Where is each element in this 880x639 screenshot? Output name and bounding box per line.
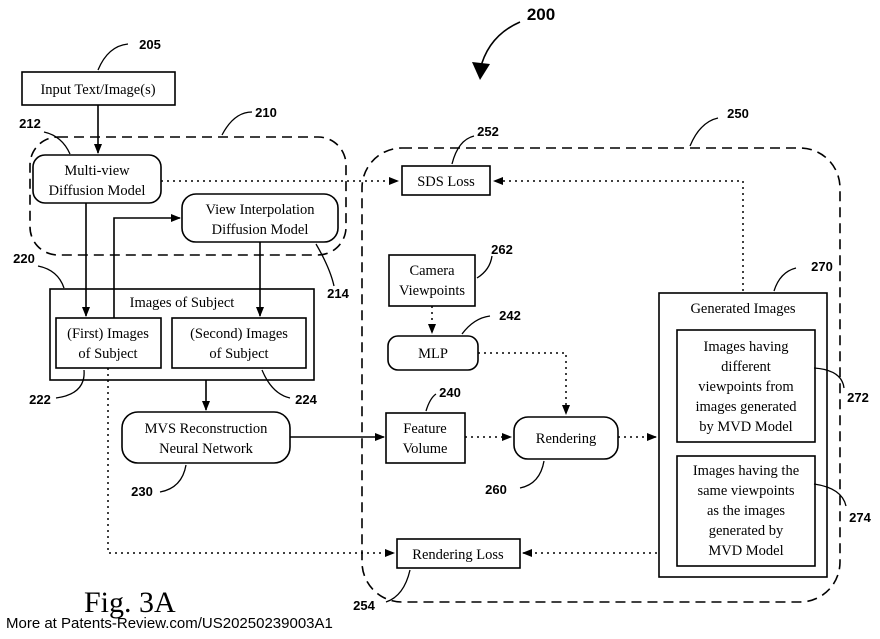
mvs-label-2: Neural Network — [159, 441, 254, 457]
gen-same-line-2: same viewpoints — [697, 483, 794, 499]
ref-242: 242 — [499, 308, 521, 323]
feature-volume-label-2: Volume — [403, 441, 448, 457]
leader-210 — [222, 112, 252, 135]
gen-different-line-3: viewpoints from — [698, 379, 794, 395]
mlp-label: MLP — [418, 346, 448, 362]
camera-label-2: Viewpoints — [399, 283, 465, 299]
ref-220: 220 — [13, 251, 35, 266]
ref-210: 210 — [255, 105, 277, 120]
rendering-loss-label: Rendering Loss — [412, 547, 504, 563]
figure-arrow-head — [472, 62, 490, 80]
ref-222: 222 — [29, 392, 51, 407]
leader-230 — [160, 465, 186, 492]
leader-254 — [386, 570, 410, 602]
ref-205: 205 — [139, 37, 161, 52]
gen-same-line-1: Images having the — [693, 463, 799, 479]
mvd-label-2: Diffusion Model — [49, 183, 146, 199]
ref-270: 270 — [811, 259, 833, 274]
mvd-label-1: Multi-view — [64, 163, 130, 179]
rendering-label: Rendering — [536, 431, 596, 447]
leader-270 — [774, 268, 796, 291]
gen-same-line-5: MVD Model — [708, 543, 783, 559]
second-images-label-2: of Subject — [209, 346, 268, 362]
ref-212: 212 — [19, 116, 41, 131]
edge-generated-sds — [494, 181, 743, 291]
mvs-label-1: MVS Reconstruction — [145, 421, 269, 437]
figure-number: 200 — [527, 5, 555, 24]
first-images-label-2: of Subject — [78, 346, 137, 362]
gen-same-line-3: as the images — [707, 503, 785, 519]
second-images-label-1: (Second) Images — [190, 326, 288, 342]
gen-same-line-4: generated by — [709, 523, 784, 539]
leader-252 — [452, 136, 474, 164]
ref-230: 230 — [131, 484, 153, 499]
ref-260: 260 — [485, 482, 507, 497]
input-label: Input Text/Image(s) — [40, 82, 155, 98]
footer-text: More at Patents-Review.com/US20250239003… — [6, 615, 333, 632]
ref-272: 272 — [847, 390, 869, 405]
ref-262: 262 — [491, 242, 513, 257]
camera-label-1: Camera — [409, 263, 455, 279]
ref-250: 250 — [727, 106, 749, 121]
leader-214 — [316, 244, 334, 286]
first-images-label-1: (First) Images — [67, 326, 149, 342]
ref-240: 240 — [439, 385, 461, 400]
generated-images-title: Generated Images — [690, 301, 795, 317]
vid-label-1: View Interpolation — [205, 202, 315, 218]
images-subject-title: Images of Subject — [130, 295, 235, 311]
ref-254: 254 — [353, 598, 375, 613]
sds-loss-label: SDS Loss — [417, 174, 475, 190]
gen-different-line-5: by MVD Model — [699, 419, 792, 435]
gen-different-line-1: Images having — [704, 339, 789, 355]
ref-224: 224 — [295, 392, 317, 407]
gen-different-line-2: different — [721, 359, 771, 375]
ref-214: 214 — [327, 286, 349, 301]
edge-mlp-rendering — [478, 353, 566, 414]
ref-252: 252 — [477, 124, 499, 139]
leader-240 — [426, 394, 436, 411]
leader-205 — [98, 44, 128, 70]
gen-different-line-4: images generated — [695, 399, 797, 415]
vid-label-2: Diffusion Model — [212, 222, 309, 238]
leader-220 — [38, 266, 64, 288]
leader-262 — [477, 256, 492, 278]
leader-260 — [520, 461, 544, 488]
leader-212 — [44, 132, 70, 154]
feature-volume-label-1: Feature — [403, 421, 446, 437]
leader-250 — [690, 118, 718, 146]
figure-arrow-line — [480, 22, 520, 70]
ref-274: 274 — [849, 510, 871, 525]
leader-242 — [462, 316, 490, 334]
